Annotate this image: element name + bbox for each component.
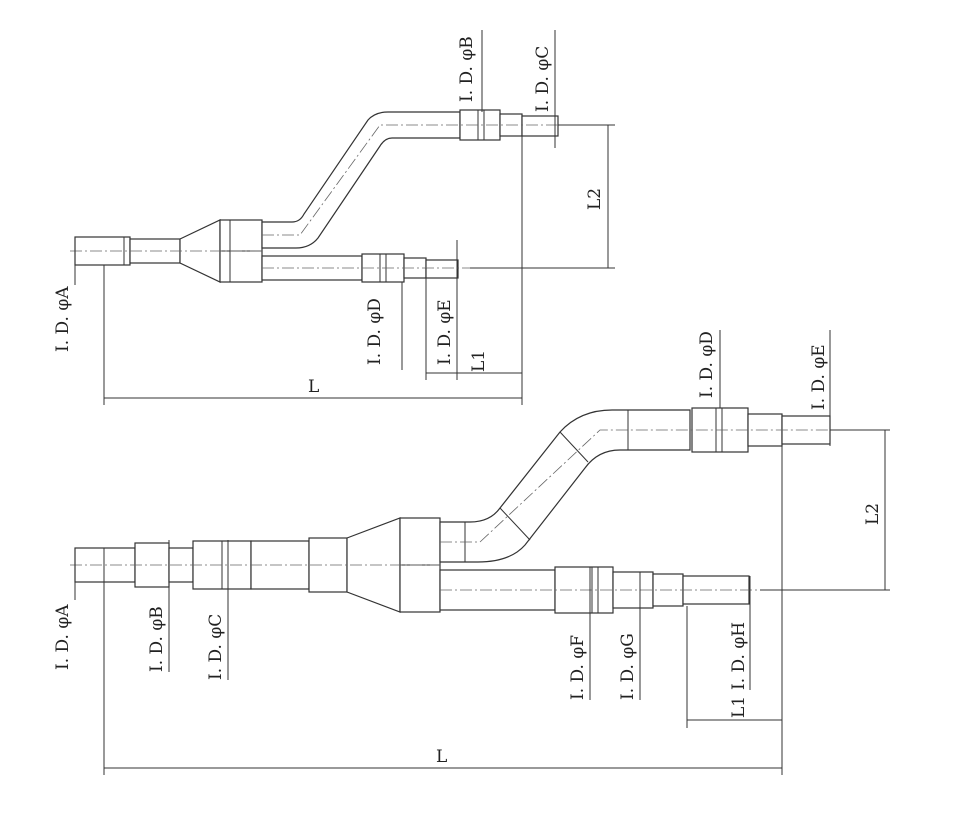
top-fitting: I. D. φA I. D. φB I. D. φC I. D. φD I. D…: [53, 30, 615, 405]
top-outlet-c: [521, 115, 559, 137]
bottom-label-id-e: I. D. φE: [809, 344, 829, 410]
bottom-lower-branch: [439, 569, 556, 611]
bottom-label-l1: L1: [729, 696, 749, 718]
top-label-id-b: I. D. φB: [457, 36, 477, 102]
bottom-label-id-d: I. D. φD: [697, 331, 717, 398]
top-label-id-a: I. D. φA: [53, 286, 73, 352]
bottom-label-id-f: I. D. φF: [568, 635, 588, 700]
bottom-label-l: L: [436, 747, 447, 767]
top-label-l1: L1: [469, 350, 489, 372]
top-label-id-e: I. D. φE: [435, 299, 455, 365]
top-upper-branch: [261, 111, 461, 249]
bottom-label-l2: L2: [863, 503, 883, 525]
top-label-id-d: I. D. φD: [365, 298, 385, 365]
top-label-l: L: [308, 377, 319, 397]
top-label-id-c: I. D. φC: [533, 46, 553, 112]
bottom-label-id-h: I. D. φH: [729, 622, 749, 690]
bottom-label-id-a: I. D. φA: [53, 604, 73, 670]
bottom-upper-branch: [439, 409, 691, 563]
bottom-label-id-b: I. D. φB: [147, 606, 167, 672]
bottom-fitting: I. D. φA I. D. φB I. D. φC I. D. φD I. D…: [53, 330, 890, 775]
top-label-l2: L2: [585, 188, 605, 210]
top-outlet-e: [425, 259, 459, 279]
bottom-label-id-g: I. D. φG: [618, 633, 638, 700]
bottom-label-id-c: I. D. φC: [206, 614, 226, 680]
bottom-coupler-g: [612, 571, 654, 609]
